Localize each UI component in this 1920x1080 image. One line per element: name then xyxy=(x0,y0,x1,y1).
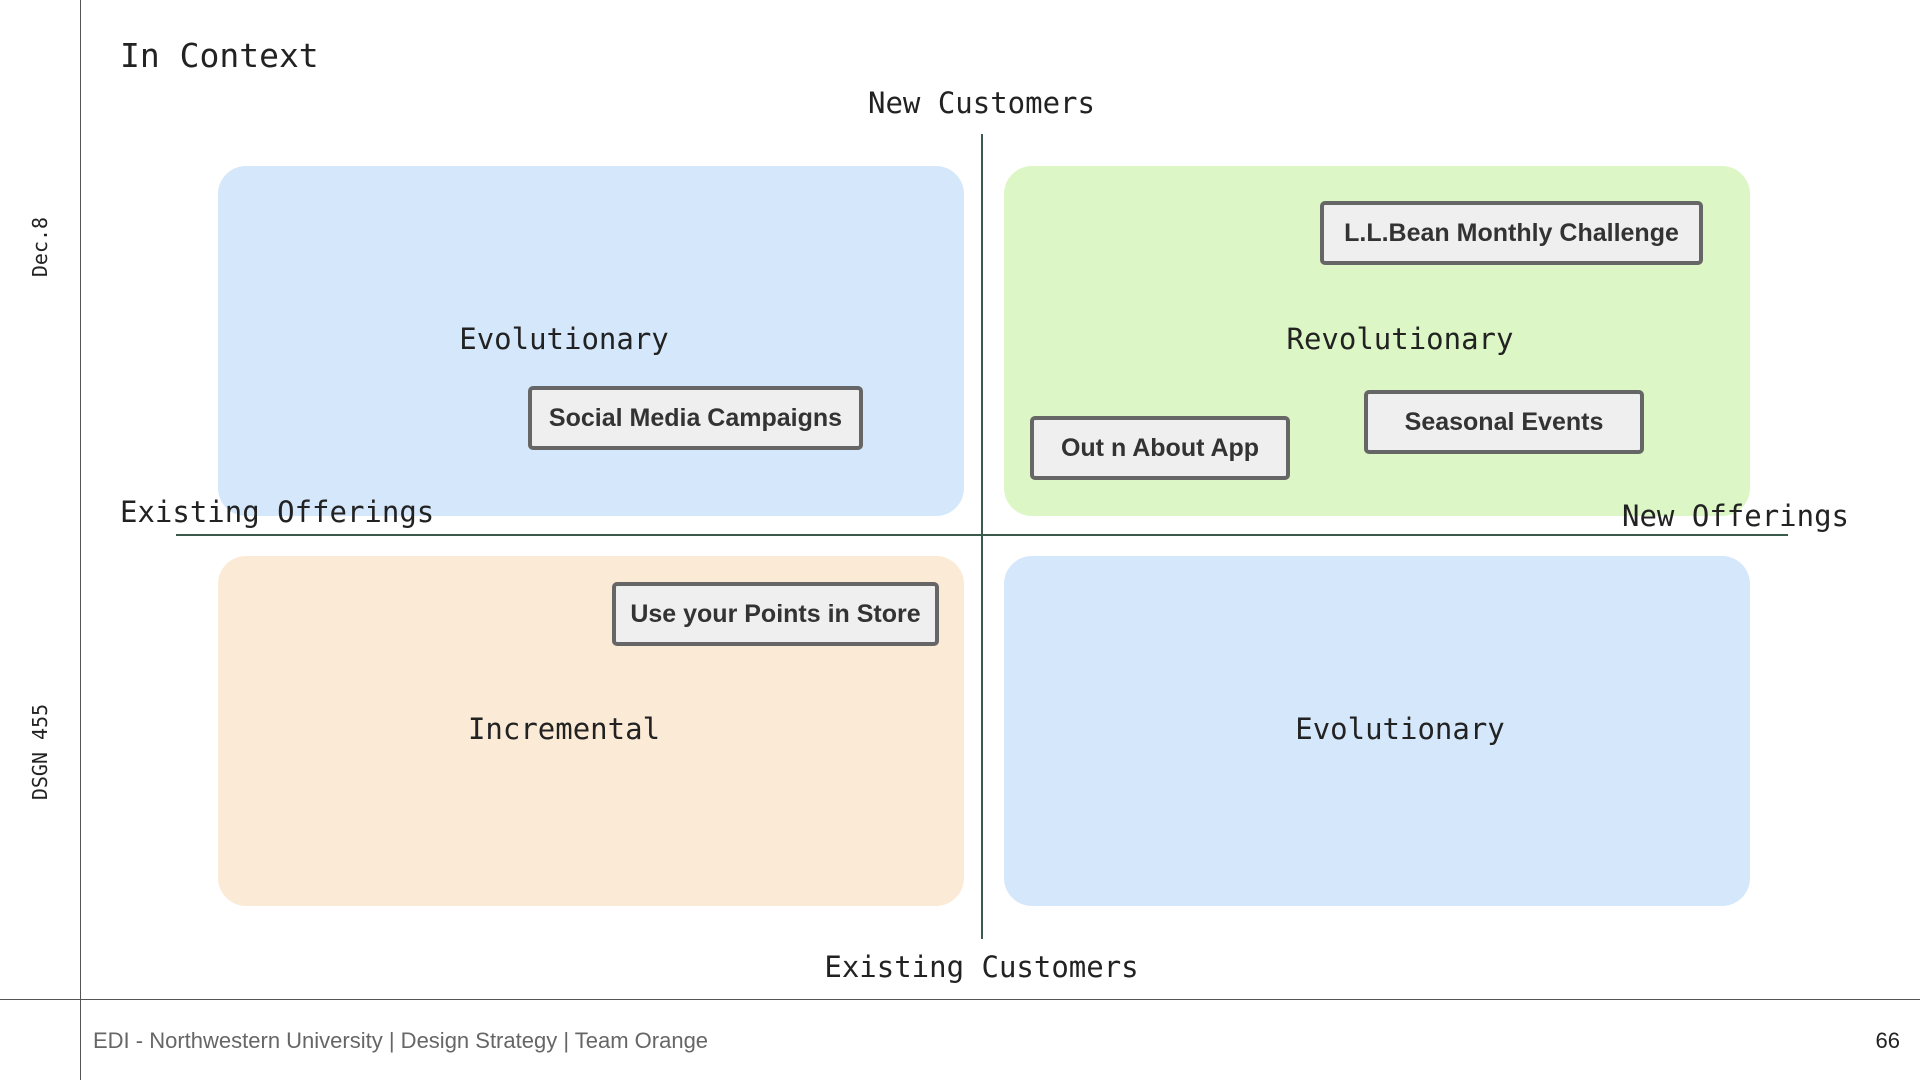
sidebar-date: Dec.8 xyxy=(28,216,52,278)
axis-label-top: New Customers xyxy=(868,86,1095,120)
tag-seasonal-events: Seasonal Events xyxy=(1364,390,1644,454)
quadrant-top-left xyxy=(218,166,964,516)
axis-label-right: New Offerings xyxy=(1622,499,1849,533)
quadrant-label-bottom-right: Evolutionary xyxy=(1295,712,1505,746)
quadrant-label-top-right: Revolutionary xyxy=(1286,322,1514,356)
horizontal-axis xyxy=(176,534,1788,536)
axis-label-bottom: Existing Customers xyxy=(824,950,1139,984)
quadrant-bottom-right xyxy=(1004,556,1750,906)
tag-social-media-campaigns: Social Media Campaigns xyxy=(528,386,863,450)
page-number: 66 xyxy=(1875,1028,1900,1053)
quadrant-label-bottom-left: Incremental xyxy=(467,712,661,746)
vertical-axis xyxy=(981,134,983,939)
tag-llbean-monthly-challenge: L.L.Bean Monthly Challenge xyxy=(1320,201,1703,265)
sidebar-course: DSGN 455 xyxy=(28,703,52,801)
tag-out-n-about-app: Out n About App xyxy=(1030,416,1290,480)
footer-divider xyxy=(0,999,1920,1000)
tag-use-points-in-store: Use your Points in Store xyxy=(612,582,939,646)
footer-text: EDI - Northwestern University | Design S… xyxy=(93,1028,709,1053)
slide-title: In Context xyxy=(120,36,319,75)
axis-label-left: Existing Offerings xyxy=(120,495,435,529)
quadrant-label-top-left: Evolutionary xyxy=(459,322,669,356)
sidebar-divider xyxy=(80,0,81,1080)
